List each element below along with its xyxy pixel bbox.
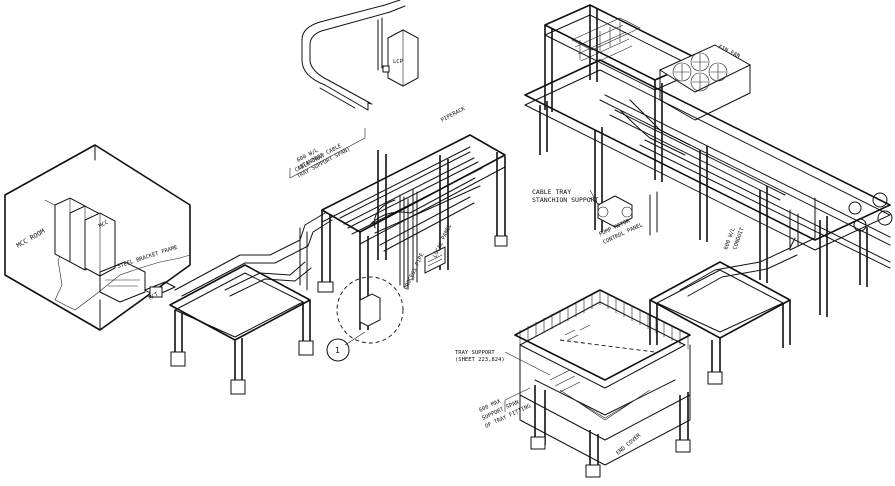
process-pipe-label: PROCESS PIPE (403, 252, 425, 291)
steel-bracket-label: STEEL BRACKET FRAME (117, 245, 179, 270)
mcc-room: MCC ROOM MCC MCT STEEL BRACKET FRAME (4, 144, 191, 331)
mcc-room-label: MCC ROOM (15, 227, 46, 250)
detail-callout-number: 1 (335, 346, 340, 355)
fin-fan-structure: FIN FAN PUMP MOTOR CONTROL PANEL 600 W/L… (524, 4, 893, 317)
roof-structure: TRAY SUPPORT (SHEET 223,824) 600 MAX SUP… (455, 289, 691, 478)
stanchion-note: CABLE TRAY STANCHION SUPPORT (532, 188, 601, 206)
lcp-label: LCP (393, 59, 404, 65)
pipe-rack: CABLE TRAY PIPERACK PROCESS PIPE LOCAL P… (294, 106, 508, 330)
cable-tray-run-left (174, 212, 333, 297)
support-frame-right (649, 237, 798, 385)
stanchion-label-2: STANCHION SUPPORT (532, 196, 599, 204)
lcp-area: LCP (301, 0, 419, 111)
tray-support-label-2: (SHEET 223,824) (455, 357, 505, 363)
mcc-label: MCC (98, 220, 110, 230)
detail-callout: 1 (326, 276, 404, 362)
cable-tray-span-note: 600 W/L (STANDOFF CABLE TRAY SUPPORT SPA… (289, 128, 366, 180)
mct-label: MCT (148, 291, 160, 302)
pipe-rack-label: PIPERACK (440, 106, 467, 124)
tray-support-label-1: TRAY SUPPORT (455, 350, 495, 356)
end-cover-label: END COVER (615, 432, 642, 456)
stanchion-label-1: CABLE TRAY (532, 188, 571, 196)
support-frame-left (169, 264, 314, 395)
